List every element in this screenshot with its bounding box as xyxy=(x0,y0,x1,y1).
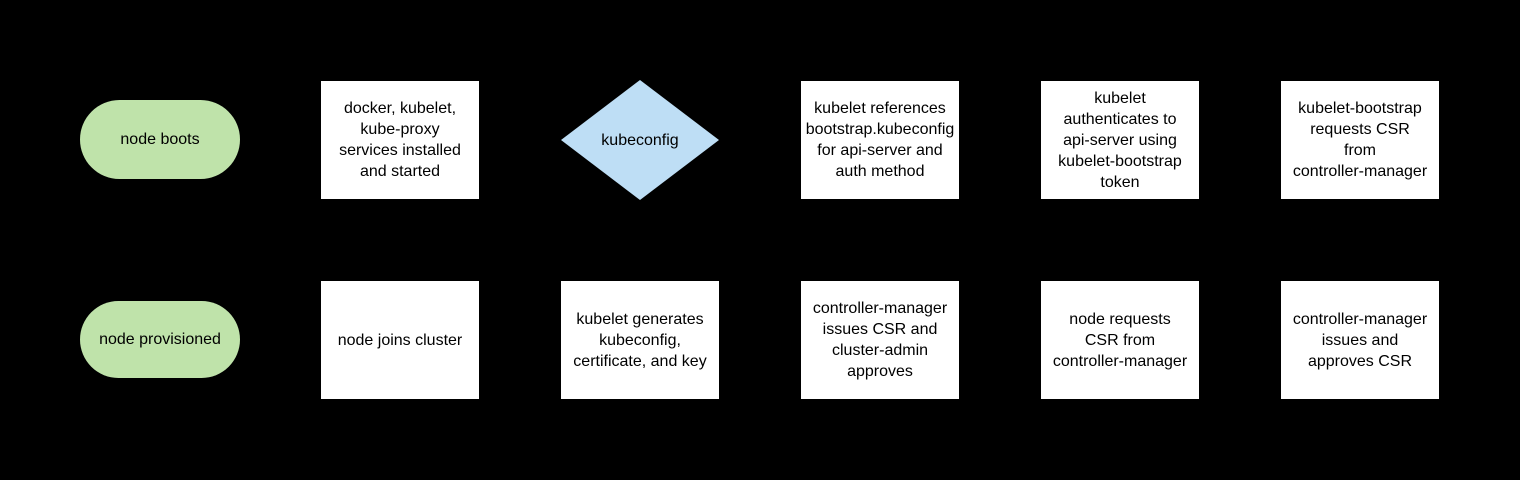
node-label: kubelet references bootstrap.kubeconfig … xyxy=(805,100,955,180)
process-node-requests-csr: node requests CSR from controller-manage… xyxy=(1041,281,1199,399)
terminator-node-provisioned: node provisioned xyxy=(80,301,240,378)
decision-kubeconfig: kubeconfig xyxy=(561,80,719,200)
node-label: controller-manager issues CSR and cluste… xyxy=(812,300,948,380)
process-controller-manager-issues-csr: controller-manager issues CSR and cluste… xyxy=(801,281,959,399)
process-controller-manager-approves-csr: controller-manager issues and approves C… xyxy=(1281,281,1439,399)
node-label: node joins cluster xyxy=(337,331,463,349)
node-label: node requests CSR from controller-manage… xyxy=(1052,310,1188,370)
node-label: controller-manager issues and approves C… xyxy=(1292,310,1428,370)
node-label: kubelet authenticates to api-server usin… xyxy=(1058,89,1182,191)
process-kubelet-generates-kubeconfig: kubelet generates kubeconfig, certificat… xyxy=(561,281,719,399)
process-kubelet-references-bootstrap-kubeconfig: kubelet references bootstrap.kubeconfig … xyxy=(801,81,959,199)
node-label: kubelet-bootstrap requests CSR from cont… xyxy=(1292,100,1428,180)
node-label: node boots xyxy=(120,131,200,148)
process-kubelet-authenticates: kubelet authenticates to api-server usin… xyxy=(1041,81,1199,199)
process-kubelet-bootstrap-requests-csr: kubelet-bootstrap requests CSR from cont… xyxy=(1281,81,1439,199)
node-label: docker, kubelet, kube-proxy services ins… xyxy=(339,100,461,180)
node-label: kubeconfig xyxy=(601,131,679,149)
terminator-node-boots: node boots xyxy=(80,100,240,179)
node-label: node provisioned xyxy=(99,331,221,348)
process-node-joins-cluster: node joins cluster xyxy=(321,281,479,399)
node-label: kubelet generates kubeconfig, certificat… xyxy=(573,310,707,370)
process-services-installed: docker, kubelet, kube-proxy services ins… xyxy=(321,81,479,199)
